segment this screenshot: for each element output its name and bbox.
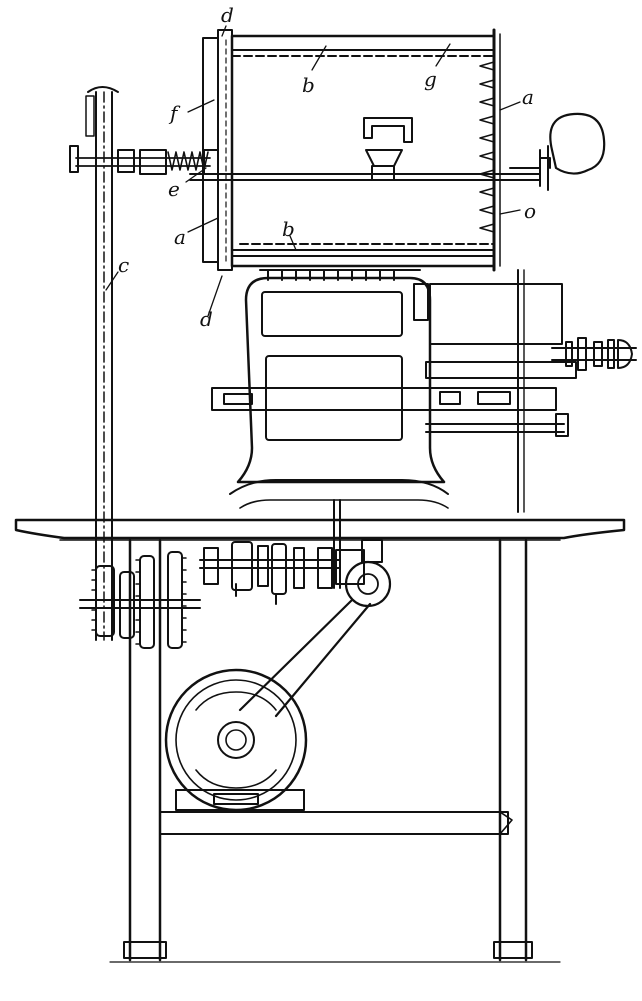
label-f: f [168, 101, 181, 125]
pulley-and-crank [159, 560, 513, 835]
label-d-bottom: d [200, 307, 213, 331]
side-frame [211, 269, 637, 513]
label-b-bottom: b [282, 217, 295, 241]
label-g: g [424, 67, 437, 91]
label-o: o [524, 199, 536, 223]
stand-legs [109, 538, 561, 963]
head-casting [229, 269, 449, 509]
label-a-right: a [522, 85, 534, 109]
label-e: e [168, 177, 180, 201]
label-a-left: a [174, 225, 186, 249]
label-d-top: d [221, 3, 234, 27]
chain-belt [85, 86, 119, 641]
table-top [14, 518, 626, 541]
spring-coupling [69, 145, 219, 175]
gear-train [79, 499, 383, 649]
leader-lines [105, 25, 521, 317]
drum [189, 28, 606, 272]
label-b-top: b [302, 73, 315, 97]
label-c: c [118, 253, 129, 277]
